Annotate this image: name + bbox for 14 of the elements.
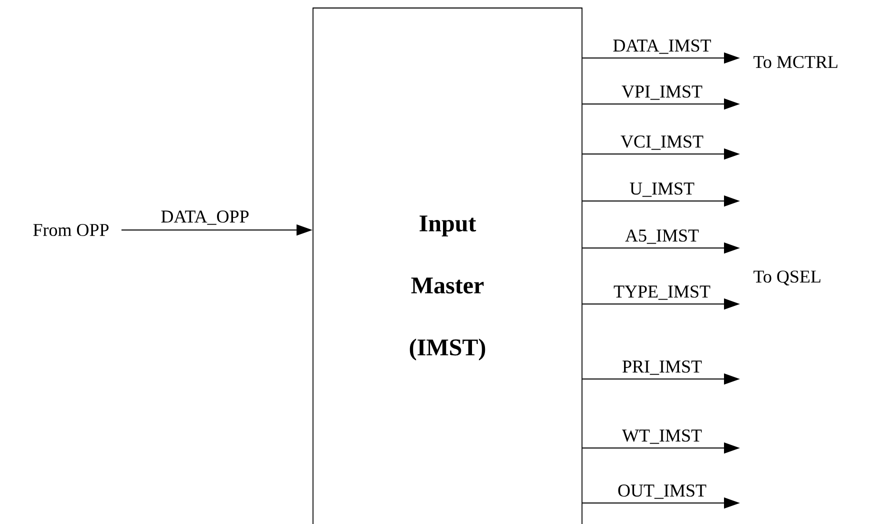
edge-label: OUT_IMST	[618, 484, 706, 499]
edge-label: DATA_IMST	[613, 40, 711, 54]
edge-label: WT_IMST	[622, 430, 702, 444]
edge-label: VCI_IMST	[620, 136, 704, 150]
process-box: Input Master (IMST)	[312, 8, 582, 524]
edge-label: PRI_IMST	[622, 360, 702, 375]
destination-label: To QSEL	[754, 270, 820, 286]
edge-label: A5_IMST	[625, 230, 699, 244]
edge-label: U_IMST	[630, 182, 694, 197]
destination-label: To MCTRL	[754, 56, 838, 68]
edge-label: TYPE_IMST	[614, 286, 710, 300]
edge-label: VPI_IMST	[622, 86, 702, 100]
edge-label: DATA_OPP	[161, 210, 249, 225]
source-label: From OPP	[33, 224, 109, 236]
